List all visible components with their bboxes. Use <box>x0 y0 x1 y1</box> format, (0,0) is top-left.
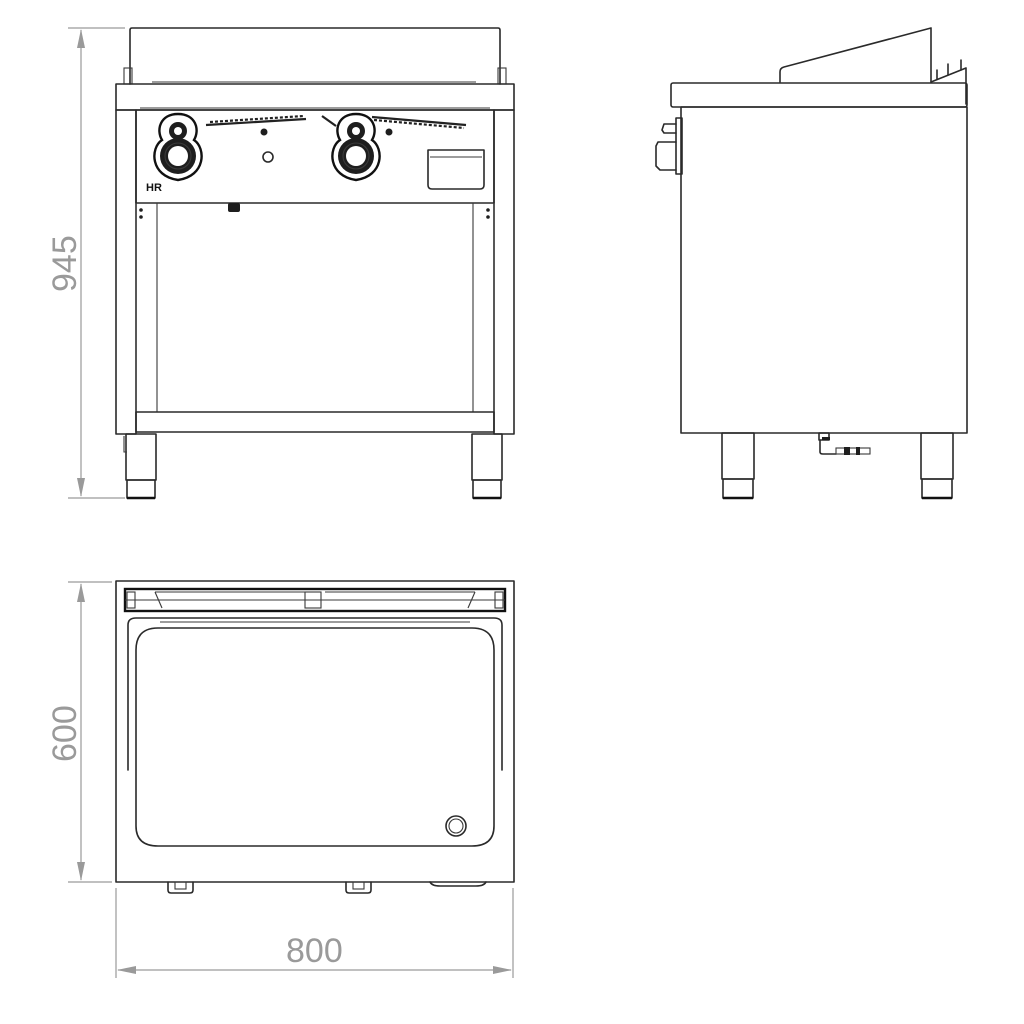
griddle-edge <box>127 617 503 771</box>
hr-badge: HR <box>146 182 162 194</box>
cooking-surface <box>135 627 495 847</box>
control-knob-left <box>153 112 203 182</box>
control-knob-right <box>331 112 381 182</box>
side-view <box>655 27 968 500</box>
dimension-label-depth: 600 <box>46 705 84 762</box>
bottom-rail <box>135 411 495 433</box>
front-view: HR <box>115 27 515 500</box>
dimension-label-width: 800 <box>286 932 343 970</box>
adjustable-feet <box>123 433 503 500</box>
grease-drawer <box>427 149 485 190</box>
dimension-depth: 600 <box>46 581 112 883</box>
griddle-plate <box>129 27 501 85</box>
dimension-height: 945 <box>46 27 125 499</box>
dimension-width: 800 <box>115 888 514 978</box>
left-post <box>115 109 137 435</box>
side-knobs <box>655 117 683 175</box>
top-outline <box>115 580 515 883</box>
gas-connector <box>818 432 871 455</box>
drain-hole <box>445 815 467 837</box>
top-view <box>115 580 515 894</box>
igniter-button <box>262 151 274 163</box>
top-slab <box>670 82 968 108</box>
dimension-label-height: 945 <box>46 235 84 292</box>
cabinet-body <box>680 106 968 434</box>
top-rim <box>115 83 515 111</box>
splash-guard <box>779 27 932 83</box>
vent-slots <box>205 114 467 130</box>
right-post <box>493 109 515 435</box>
